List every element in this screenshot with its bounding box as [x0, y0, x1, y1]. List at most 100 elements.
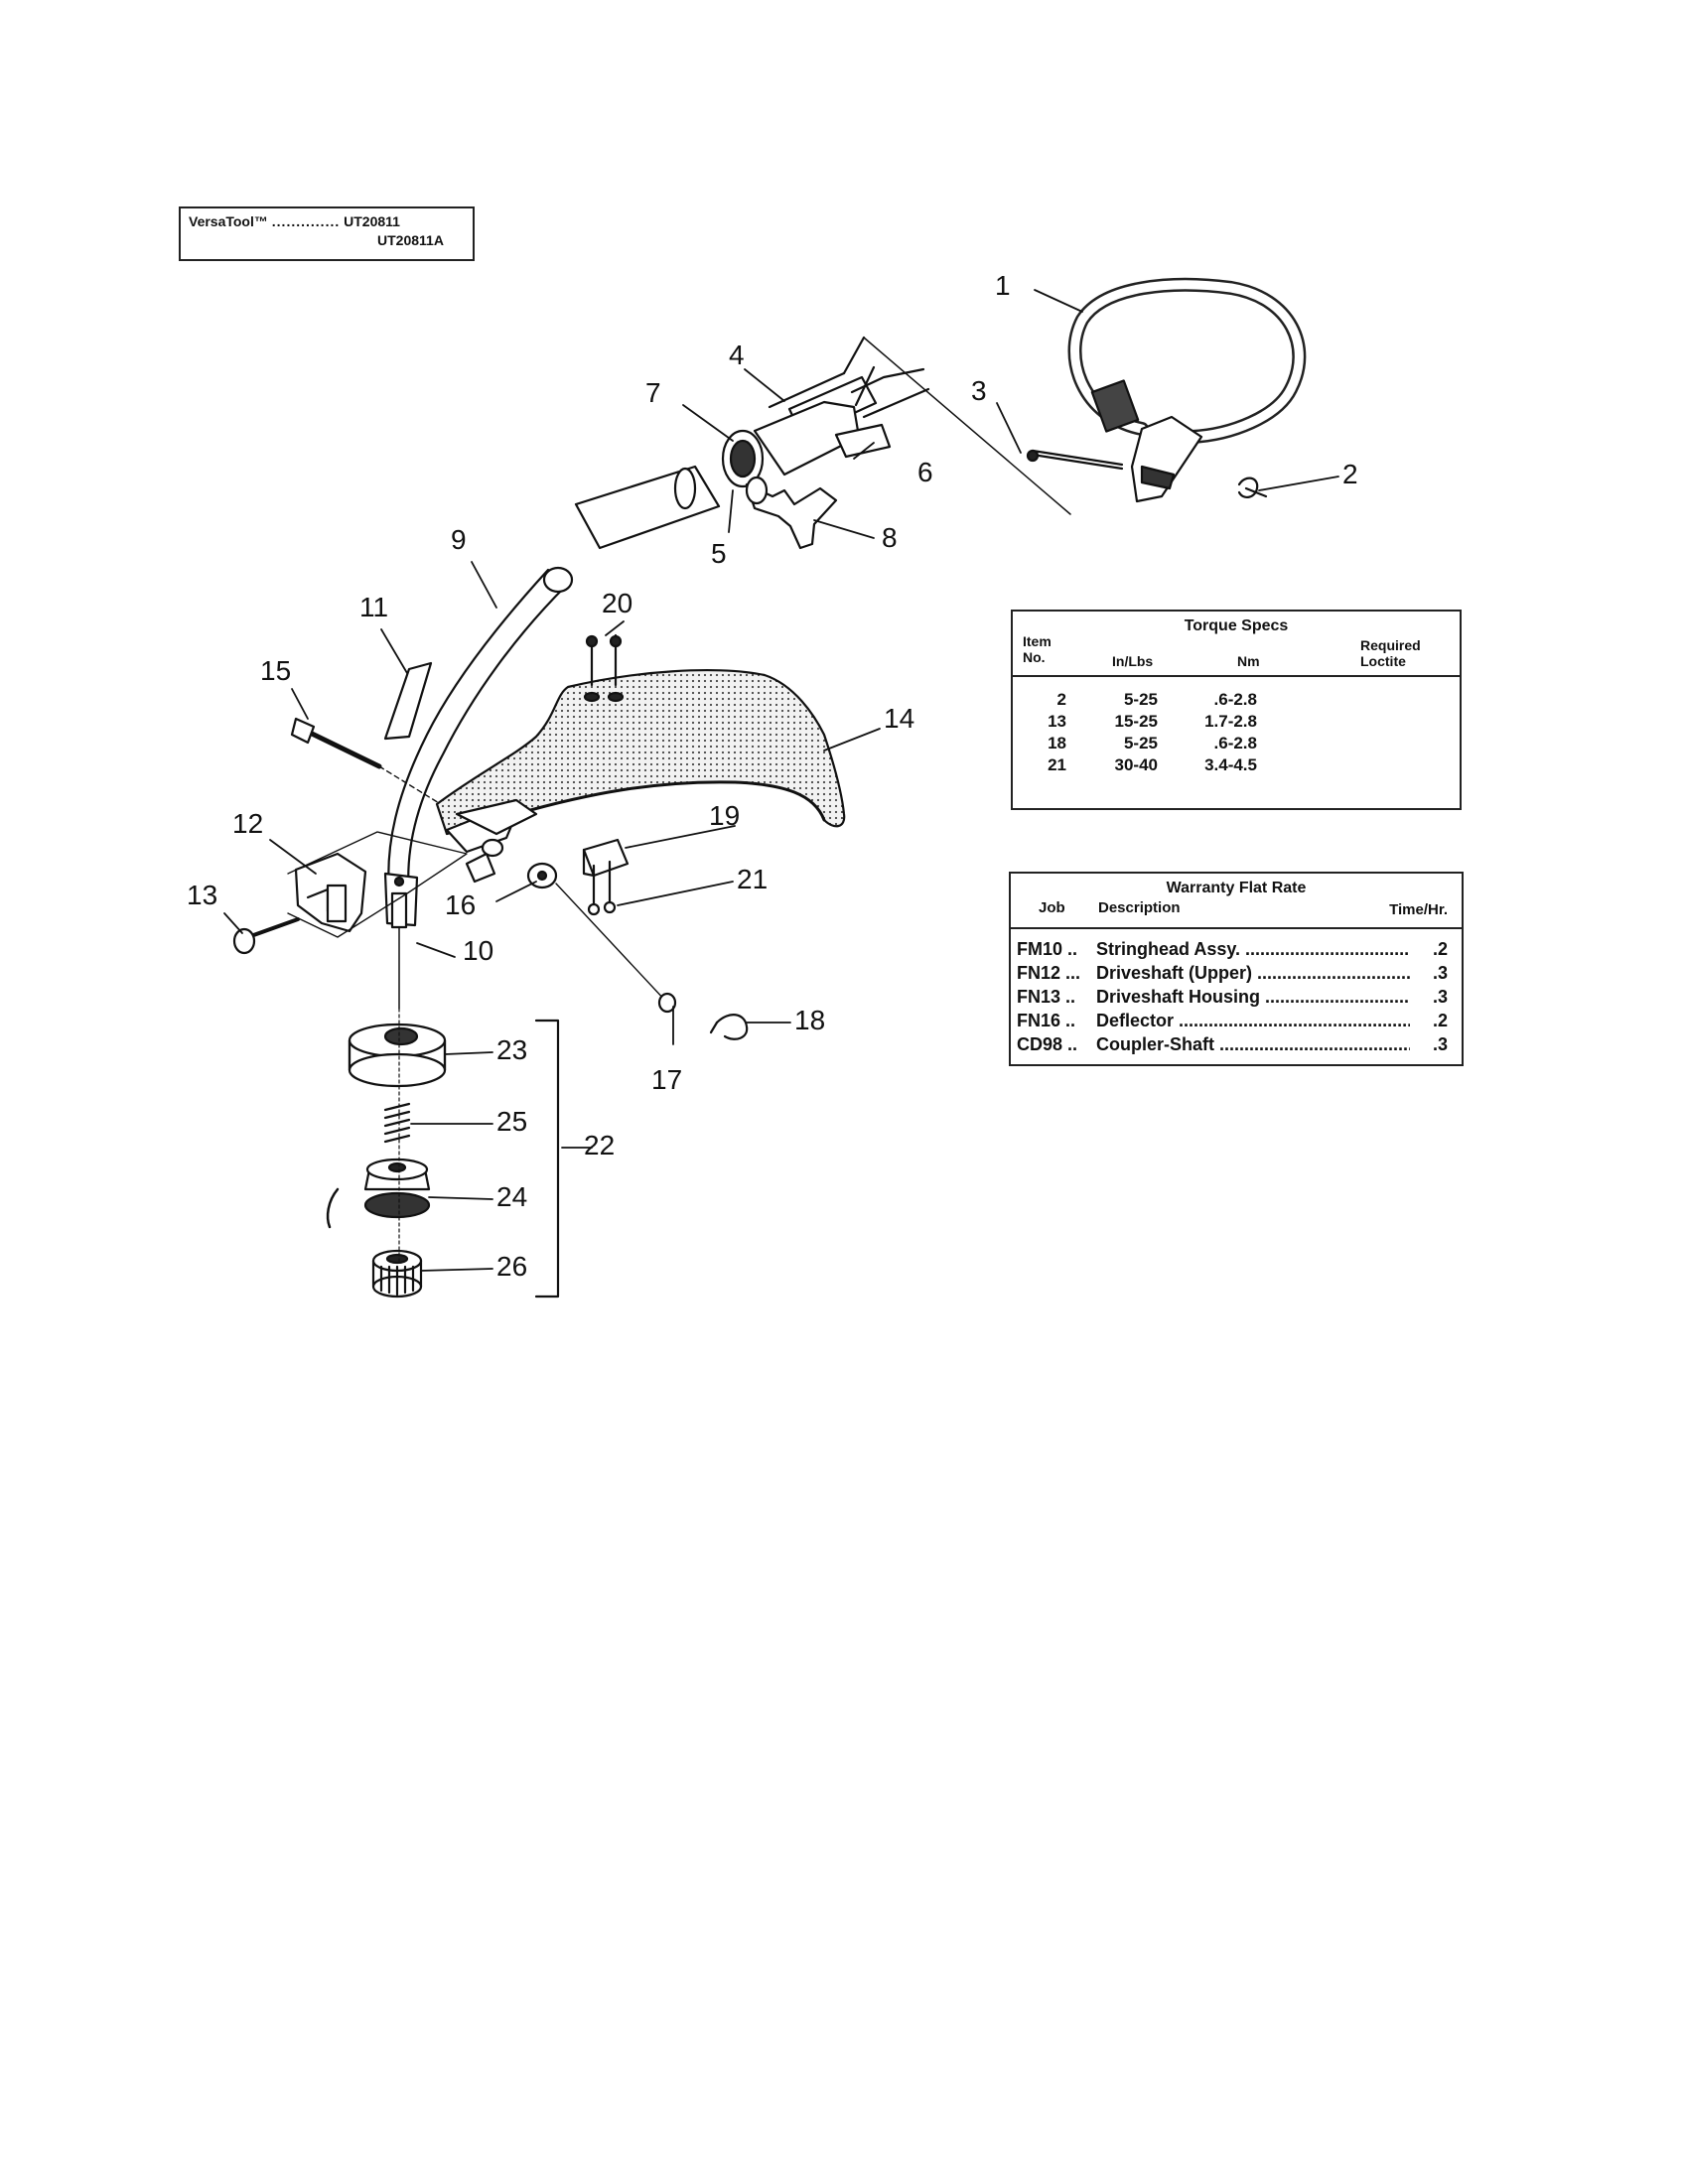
torque-inlbs: 15-25 — [1114, 712, 1158, 731]
wing-nut — [709, 1014, 749, 1040]
warranty-time: .2 — [1432, 939, 1448, 959]
warranty-desc: Coupler-Shaft — [1096, 1032, 1410, 1056]
small-washer — [657, 992, 677, 1014]
guide-line-upper — [863, 337, 1071, 515]
deflector-screws — [583, 633, 625, 703]
leader-lines — [223, 289, 1339, 1272]
clamp-screws — [587, 860, 617, 916]
callout-18: 18 — [794, 1005, 826, 1035]
torque-row: 13 15-25 1.7-2.8 — [1043, 711, 1257, 733]
torque-nm: .6-2.8 — [1213, 734, 1257, 752]
callout-5: 5 — [711, 538, 727, 569]
callout-20: 20 — [602, 588, 633, 618]
callout-4: 4 — [729, 340, 745, 370]
warranty-desc: Driveshaft Housing — [1096, 985, 1410, 1009]
callout-9: 9 — [451, 524, 467, 555]
torque-nm: .6-2.8 — [1213, 690, 1257, 709]
wing-knob — [745, 476, 838, 550]
torque-nm: 1.7-2.8 — [1204, 712, 1257, 731]
callout-11: 11 — [359, 592, 389, 622]
job-header: Job — [1039, 899, 1065, 916]
callout-3: 3 — [971, 375, 987, 406]
warranty-time: .3 — [1432, 963, 1448, 983]
torque-table-title: Torque Specs — [1184, 617, 1289, 634]
item-no-header: Item No. — [1023, 633, 1052, 665]
callout-23: 23 — [496, 1034, 528, 1065]
torque-item: 18 — [1048, 734, 1066, 752]
warranty-job: CD98 .. — [1017, 1034, 1078, 1054]
torque-specs-table: Torque Specs Item No. In/Lbs Nm Required… — [1011, 610, 1462, 810]
handle-bolt — [1026, 449, 1124, 471]
deflector-shield — [435, 669, 846, 884]
warranty-row: CD98 .. Coupler-Shaft .3 — [1017, 1032, 1448, 1056]
callout-10: 10 — [463, 935, 494, 966]
time-header: Time/Hr. — [1389, 901, 1448, 918]
callout-2: 2 — [1342, 459, 1358, 489]
warranty-job: FM10 .. — [1017, 939, 1078, 959]
model-box: VersaTool™ .............. UT20811 UT2081… — [179, 206, 475, 261]
warranty-job: FN13 .. — [1017, 987, 1076, 1007]
warranty-desc: Driveshaft (Upper) — [1096, 961, 1410, 985]
bracket-screw — [232, 917, 300, 955]
warranty-desc: Stringhead Assy. — [1096, 937, 1410, 961]
callout-7: 7 — [645, 377, 661, 408]
shaft-label-strip — [834, 423, 892, 459]
callout-8: 8 — [882, 522, 898, 553]
warranty-row: FN16 .. Deflector .2 — [1017, 1009, 1448, 1032]
warranty-row: FN13 .. Driveshaft Housing .3 — [1017, 985, 1448, 1009]
torque-item: 2 — [1056, 690, 1066, 709]
torque-inlbs: 5-25 — [1123, 690, 1158, 709]
torque-row: 2 5-25 .6-2.8 — [1043, 689, 1257, 711]
torque-item: 21 — [1048, 755, 1066, 774]
warranty-desc: Deflector — [1096, 1009, 1410, 1032]
inlbs-header: In/Lbs — [1112, 653, 1154, 669]
shaft-decal — [383, 661, 433, 741]
drive-shaft-tip — [390, 891, 408, 1010]
torque-inlbs: 30-40 — [1114, 755, 1158, 774]
warranty-job: FN16 .. — [1017, 1011, 1076, 1030]
callout-24: 24 — [496, 1181, 528, 1212]
callout-17: 17 — [651, 1064, 683, 1095]
loop-handle — [1067, 277, 1307, 503]
warranty-time: .2 — [1432, 1011, 1448, 1030]
mount-bracket — [294, 852, 367, 933]
line-spool — [326, 1158, 431, 1229]
clamp-block — [582, 838, 630, 878]
warranty-time: .3 — [1432, 987, 1448, 1007]
stringhead-hub — [348, 1023, 447, 1088]
torque-nm: 3.4-4.5 — [1204, 755, 1257, 774]
warranty-row: FM10 .. Stringhead Assy. .2 — [1017, 937, 1448, 961]
coupler-insert — [574, 465, 721, 550]
warranty-row: FN12 ... Driveshaft (Upper) .3 — [1017, 961, 1448, 985]
warranty-header-divider — [1011, 927, 1462, 929]
callout-16: 16 — [445, 889, 477, 920]
model-number-1: UT20811 — [344, 213, 400, 229]
torque-item: 13 — [1048, 712, 1066, 731]
callout-19: 19 — [709, 800, 741, 831]
torque-row: 21 30-40 3.4-4.5 — [1043, 754, 1257, 776]
torque-row: 18 5-25 .6-2.8 — [1043, 733, 1257, 754]
description-header: Description — [1098, 899, 1181, 916]
callout-6: 6 — [917, 457, 933, 487]
callout-26: 26 — [496, 1251, 528, 1282]
callout-21: 21 — [737, 864, 769, 894]
bracket-outline — [287, 831, 468, 938]
warranty-time: .3 — [1432, 1034, 1448, 1054]
guide-line-washer — [555, 883, 668, 1004]
nm-header: Nm — [1237, 653, 1260, 669]
callout-14: 14 — [884, 703, 915, 734]
warranty-job: FN12 ... — [1017, 963, 1081, 983]
brand-label: VersaTool™ — [189, 213, 268, 229]
upper-shaft — [721, 336, 930, 488]
callout-15: 15 — [260, 655, 292, 686]
callout-1: 1 — [995, 270, 1011, 301]
spring — [383, 1102, 411, 1144]
assembly-bracket — [534, 1019, 560, 1298]
callout-13: 13 — [187, 880, 218, 910]
torque-header-divider — [1013, 675, 1460, 677]
model-number-2: UT20811A — [377, 232, 444, 248]
torque-inlbs: 5-25 — [1123, 734, 1158, 752]
loctite-header: Required Loctite — [1360, 637, 1421, 669]
